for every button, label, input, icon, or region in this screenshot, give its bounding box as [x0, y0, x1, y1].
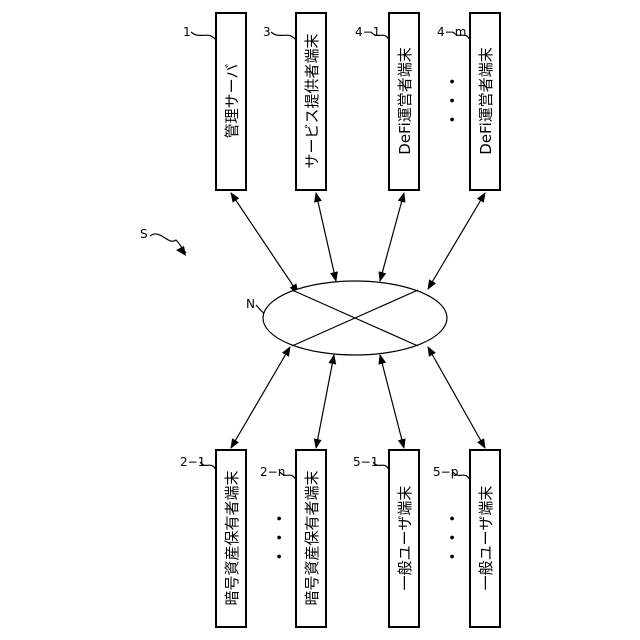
connector-general-user-1 [380, 355, 404, 448]
bottom-node-crypto-holder-terminal-1: 暗号資産保有者端末 [216, 450, 246, 627]
ref-label-5-1: 5−1 [353, 455, 378, 469]
ref-label-4-m: 4−m [437, 25, 466, 39]
ref-label-2-1: 2−1 [180, 455, 205, 469]
network-ref-label: N [246, 297, 255, 311]
connector-crypto-holder-1 [231, 347, 290, 448]
ref-leader [191, 32, 216, 40]
node-label: 暗号資産保有者端末 [223, 470, 241, 605]
ref-label-4-1: 4−1 [355, 25, 380, 39]
node-label: 一般ユーザ端末 [477, 486, 495, 591]
system-ref-arrowhead [176, 246, 186, 256]
ref-leader [271, 32, 296, 40]
top-node-service-provider-terminal: サービス提供者端末 [296, 13, 326, 190]
connector-defi-operator-1 [380, 193, 404, 281]
bottom-node-general-user-terminal-p: 一般ユーザ端末 [470, 450, 500, 627]
bottom-node-general-user-terminal-1: 一般ユーザ端末 [389, 450, 419, 627]
system-ref-label: S [140, 227, 148, 241]
connector-crypto-holder-n [316, 355, 334, 448]
node-label: 管理サーバ [223, 64, 241, 139]
bottom-ellipsis-right: ・・・ [440, 510, 461, 567]
node-label: DeFi運営者端末 [396, 47, 414, 154]
node-label: 一般ユーザ端末 [396, 486, 414, 591]
bottom-node-crypto-holder-terminal-n: 暗号資産保有者端末 [296, 450, 326, 627]
top-node-management-server: 管理サーバ [216, 13, 246, 190]
node-label: 暗号資産保有者端末 [303, 470, 321, 605]
ref-label-1: 1 [183, 25, 191, 39]
ref-label-5-p: 5−p [433, 465, 458, 479]
connector-defi-operator-m [428, 193, 485, 289]
ref-label-3: 3 [263, 25, 271, 39]
ref-label-2-n: 2−n [260, 465, 285, 479]
connector-service-provider [316, 193, 336, 281]
top-ellipsis: ・・・ [440, 73, 461, 130]
top-node-defi-operator-terminal-1: DeFi運営者端末 [389, 13, 419, 190]
connector-general-user-p [428, 347, 485, 448]
node-label: DeFi運営者端末 [477, 47, 495, 154]
bottom-ellipsis-left: ・・・ [267, 510, 288, 567]
top-node-defi-operator-terminal-m: DeFi運営者端末 [470, 13, 500, 190]
connector-management-server [231, 193, 298, 293]
node-label: サービス提供者端末 [303, 33, 321, 168]
